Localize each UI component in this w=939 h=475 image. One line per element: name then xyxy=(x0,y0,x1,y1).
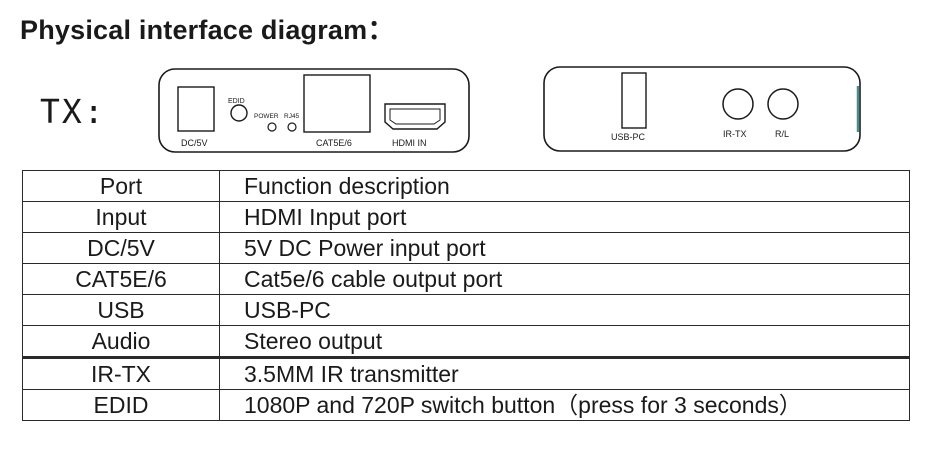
tx-label: TX: xyxy=(40,92,106,131)
dc-port-icon xyxy=(177,86,215,132)
hdmi-port-icon xyxy=(384,103,446,130)
port-name-cell: CAT5E/6 xyxy=(22,263,220,295)
port-name-cell: DC/5V xyxy=(22,232,220,264)
port-name-cell: USB xyxy=(22,294,220,326)
port-description-cell: 3.5MM IR transmitter xyxy=(219,356,910,390)
port-description-cell: 5V DC Power input port xyxy=(219,232,910,264)
rj45-led-label: RJ45 xyxy=(284,113,300,120)
page-title: Physical interface diagram： xyxy=(20,15,395,45)
table-row: CAT5E/6 Cat5e/6 cable output port xyxy=(22,263,910,295)
rj45-led-icon xyxy=(287,122,297,132)
dc-port-label: DC/5V xyxy=(181,138,208,148)
port-function-table: Port Function description Input HDMI Inp… xyxy=(22,170,910,421)
cat-port-label: CAT5E/6 xyxy=(316,138,352,148)
irtx-jack-icon xyxy=(722,88,754,120)
table-header-row: Port Function description xyxy=(22,170,910,202)
port-name-cell: IR-TX xyxy=(22,356,220,390)
table-row: Input HDMI Input port xyxy=(22,201,910,233)
table-row: USB USB-PC xyxy=(22,294,910,326)
port-description-cell: Cat5e/6 cable output port xyxy=(219,263,910,295)
usb-port-icon xyxy=(621,72,647,129)
rl-jack-label: R/L xyxy=(775,129,789,139)
rj45-port-icon xyxy=(303,74,371,133)
port-column-header: Port xyxy=(22,170,220,202)
port-description-cell: USB-PC xyxy=(219,294,910,326)
rear-panel-outline xyxy=(543,66,861,152)
irtx-jack-label: IR-TX xyxy=(723,129,747,139)
usb-port-label: USB-PC xyxy=(611,132,646,142)
power-led-label: POWER xyxy=(254,113,279,120)
port-description-cell: HDMI Input port xyxy=(219,201,910,233)
port-name-cell: EDID xyxy=(22,389,220,421)
table-row: IR-TX 3.5MM IR transmitter xyxy=(22,356,910,390)
rear-panel-diagram: USB-PC IR-TX R/L xyxy=(543,66,861,152)
rl-jack-icon xyxy=(767,88,799,120)
port-name-cell: Audio xyxy=(22,325,220,358)
table-row: Audio Stereo output xyxy=(22,325,910,358)
table-row: EDID 1080P and 720P switch button（press … xyxy=(22,389,910,421)
table-row: DC/5V 5V DC Power input port xyxy=(22,232,910,264)
edid-button-icon xyxy=(230,104,248,122)
port-description-cell: 1080P and 720P switch button（press for 3… xyxy=(219,389,910,421)
front-panel-diagram: DC/5V EDID POWER RJ45 CAT5E/6 HDMI IN xyxy=(158,68,470,153)
port-description-cell: Stereo output xyxy=(219,325,910,358)
description-column-header: Function description xyxy=(219,170,910,202)
port-name-cell: Input xyxy=(22,201,220,233)
hdmi-port-label: HDMI IN xyxy=(392,138,427,148)
power-led-icon xyxy=(267,122,277,132)
edid-label: EDID xyxy=(228,98,245,105)
